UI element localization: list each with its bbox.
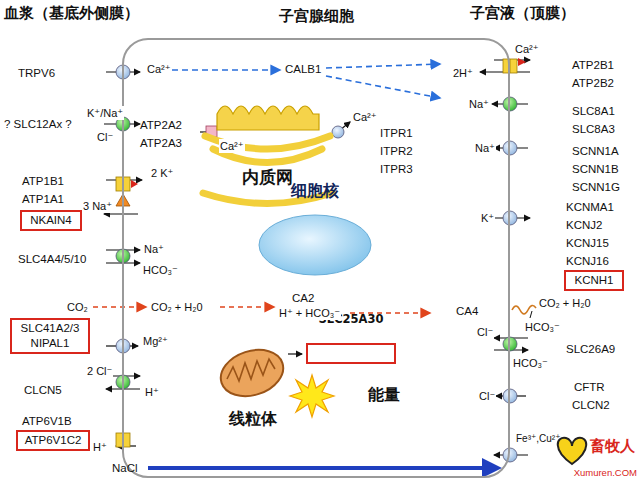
gene-label: ITPR3 — [380, 162, 413, 176]
ion-label: Na⁺ — [143, 242, 165, 256]
gene-label: Fe³⁺,Cu²⁺ — [516, 432, 560, 446]
ion-label: H⁺ — [92, 440, 108, 454]
ion-label: 3 Na⁺ — [82, 199, 113, 213]
ion-label: H⁺ + HCO₃⁻ — [278, 306, 341, 320]
ion-label: 2 K⁺ — [150, 166, 174, 180]
gene-label: SCNN1B — [572, 162, 619, 176]
gene-label: KCNJ16 — [566, 254, 609, 268]
gene-label: ATP2A3 — [140, 136, 182, 150]
ion-label: Na⁺ — [474, 141, 496, 155]
gene-label: ATP2B2 — [572, 76, 614, 90]
gene-label: ? SLC12Ax ? — [4, 117, 72, 131]
ion-label: Na⁺ — [468, 97, 490, 111]
ion-label: HCO₃⁻ — [524, 320, 561, 334]
ion-label: 2 Cl⁻ — [86, 364, 113, 378]
gene-label: CLCN2 — [572, 398, 610, 412]
gene-label: KCNMA1 — [566, 200, 614, 214]
node-text: 线粒体 — [215, 409, 290, 430]
ion-label: CO₂ + H₂0 — [538, 296, 592, 310]
ion-label: Cl⁻ — [96, 130, 114, 144]
gene-label: SCNN1A — [572, 144, 619, 158]
region-heading: 血浆（基底外侧膜） — [4, 4, 139, 22]
ion-label: K⁺ — [480, 211, 495, 225]
gene-label: NaCl — [112, 461, 138, 475]
cell-membrane: 子宫腺细胞内质网细胞核线粒体SLC25A30能量 — [122, 38, 510, 478]
mitochondrion: 线粒体 — [215, 343, 290, 437]
gene-label: ATP1B1 — [22, 174, 64, 188]
gene-label: CA2 — [292, 291, 314, 305]
nucleus: 细胞核 — [258, 214, 372, 276]
ion-label: Ca²⁺ — [219, 139, 245, 153]
ion-label: Mg²⁺ — [142, 334, 169, 348]
gene-label: ITPR2 — [380, 144, 413, 158]
watermark: Xumuren.COM — [574, 466, 637, 480]
node-text: ATP6V1C2 — [25, 433, 82, 448]
gene-box: ATP6V1C2 — [16, 430, 90, 451]
ion-label: Cl⁻ — [478, 389, 496, 403]
gene-box: KCNH1 — [564, 270, 624, 291]
gene-label: ATP2B1 — [572, 58, 614, 72]
energy-star: 能量 — [290, 374, 382, 418]
ion-label: H⁺ — [144, 385, 160, 399]
region-heading: 子宫液（顶膜） — [470, 4, 575, 22]
gene-label: ATP6V1B — [22, 414, 72, 428]
gene-label: SCNN1G — [572, 180, 620, 194]
gene-label: SLC8A3 — [572, 122, 615, 136]
ion-label: Cl⁻ — [476, 325, 494, 339]
gene-label: TRPV6 — [18, 66, 55, 80]
node-text: 子宫腺细胞 — [124, 7, 508, 26]
ion-label: Ca²⁺ — [352, 110, 378, 124]
gene-box: SLC25A30 — [306, 343, 396, 364]
ion-label: HCO₃⁻ — [142, 263, 179, 277]
gene-label: ITPR1 — [380, 126, 413, 140]
gene-label: ATP1A1 — [22, 192, 64, 206]
gene-label: CALB1 — [285, 62, 321, 76]
ion-label: Ca²⁺ — [146, 62, 172, 76]
ion-label: K⁺/Na⁺ — [86, 106, 124, 120]
node-text: KCNH1 — [575, 273, 614, 288]
ion-label: HCO₃⁻ — [512, 356, 549, 370]
gene-box: SLC41A2/3 NIPAL1 — [10, 318, 90, 354]
node-text: NKAIN4 — [30, 213, 72, 228]
gene-label: SLC26A9 — [566, 342, 615, 356]
gene-label: SLC4A4/5/10 — [18, 252, 86, 266]
watermark: 畜牧人 — [590, 437, 635, 455]
gene-label: CLCN5 — [24, 383, 62, 397]
ion-label: CO₂ + H₂0 — [150, 300, 204, 314]
gene-label: SLC8A1 — [572, 104, 615, 118]
ion-label: Ca²⁺ — [514, 42, 540, 56]
ion-label: 2H⁺ — [452, 66, 474, 80]
node-text: 能量 — [338, 385, 430, 406]
gene-label: CFTR — [574, 380, 605, 394]
gene-box: NKAIN4 — [20, 210, 82, 231]
node-text: SLC41A2/3 NIPAL1 — [15, 321, 85, 351]
gene-label: CA4 — [456, 304, 478, 318]
gene-label: KCNJ2 — [566, 218, 602, 232]
gene-label: KCNJ15 — [566, 236, 609, 250]
gene-label: ATP2A2 — [140, 118, 182, 132]
node-text: 细胞核 — [258, 181, 372, 202]
ion-label: CO₂ — [66, 300, 89, 314]
